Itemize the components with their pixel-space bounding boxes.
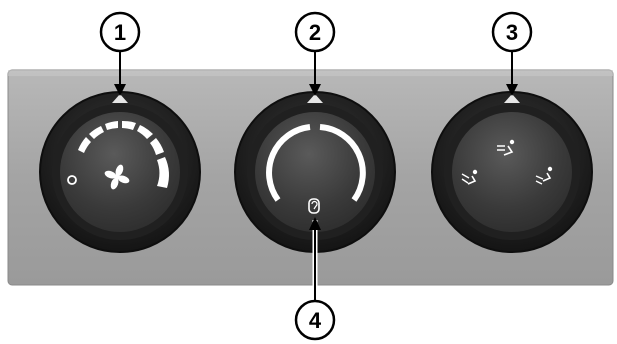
mode-knob[interactable] [432,92,592,252]
fan-speed-knob[interactable] [40,92,200,252]
callout-3-label: 3 [506,20,518,45]
callout-4-label: 4 [309,308,322,333]
callout-1-label: 1 [114,20,126,45]
callout-2-label: 2 [309,20,321,45]
